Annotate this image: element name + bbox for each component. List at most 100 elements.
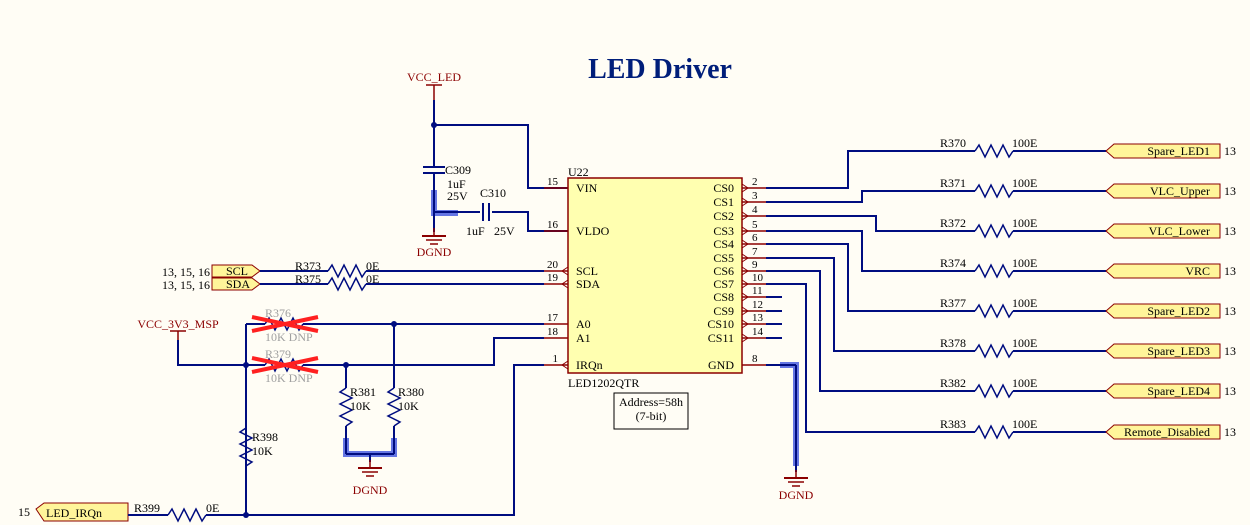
output-port [1105, 343, 1221, 359]
r376-ref: R376 [265, 306, 291, 320]
r381-value: 10K [350, 399, 371, 413]
pin-cs7-name: CS7 [713, 277, 734, 291]
pin-cs5-name: CS5 [713, 251, 734, 265]
output-port [1105, 303, 1221, 319]
output-net-2 [766, 190, 975, 203]
c310-value: 1uF [466, 224, 485, 238]
c309-value: 1uF [447, 177, 466, 191]
output-port-sheet: 13 [1224, 184, 1236, 198]
r380-value: 10K [398, 399, 419, 413]
scl-port [211, 264, 261, 278]
r381-ref: R381 [350, 385, 376, 399]
output-resistor-value: 100E [1012, 296, 1037, 310]
pin-cs1-num: 3 [752, 190, 758, 202]
pin-cs2-arrow [741, 211, 749, 221]
r376-dnp-cross [251, 315, 319, 333]
output-port [1105, 143, 1221, 159]
r380-ref: R380 [398, 385, 424, 399]
r375-symbol [327, 276, 367, 292]
output-resistor-ref: R371 [940, 176, 966, 190]
pin-scl-name: SCL [576, 264, 598, 278]
sda-sheet-refs: 13, 15, 16 [162, 278, 210, 292]
chip-left-pins: 15 VIN 16 VLDO 20 SCL 19 SDA 17 A0 18 A1… [544, 176, 610, 372]
pin-cs9-num: 12 [752, 299, 763, 311]
sda-port-label: SDA [226, 277, 250, 291]
pin-irqn-num: 1 [553, 353, 559, 365]
dgnd-label: DGND [779, 488, 814, 502]
output-net-5 [766, 243, 975, 312]
output-port [1105, 183, 1221, 199]
output-net-8 [766, 283, 975, 433]
output-resistor-ref: R378 [940, 336, 966, 350]
output-resistor-ref: R372 [940, 216, 966, 230]
r379-dnp-cross [251, 356, 319, 374]
output-resistor-symbol [974, 303, 1014, 319]
input-arrows [561, 266, 569, 370]
c310-voltage: 25V [494, 224, 515, 238]
output-net-1 [766, 150, 975, 189]
r375-ref: R375 [295, 272, 321, 286]
vcc-3v3-label: VCC_3V3_MSP [137, 317, 219, 331]
address-box [613, 392, 689, 430]
output-resistor-ref: R383 [940, 417, 966, 431]
pin-cs5-num: 7 [752, 246, 758, 258]
pin-a0-num: 17 [547, 312, 559, 324]
scl-port-label: SCL [226, 264, 248, 278]
pin-vin-num: 15 [547, 176, 559, 188]
output-resistor-symbol [974, 143, 1014, 159]
pin-cs9-arrow [741, 306, 749, 316]
output-net-3 [766, 215, 975, 232]
address-mode: (7-bit) [636, 409, 667, 423]
output-port-sheet: 13 [1224, 425, 1236, 439]
output-port-label: Spare_LED3 [1147, 344, 1210, 358]
pin-cs2-num: 4 [752, 204, 758, 216]
c309-voltage: 25V [447, 189, 468, 203]
pin-cs0-num: 2 [752, 176, 758, 188]
pin-a0-name: A0 [576, 317, 591, 331]
dgnd-label: DGND [417, 245, 452, 259]
pin-cs3-name: CS3 [713, 224, 734, 238]
pin-cs4-name: CS4 [713, 237, 734, 251]
pin-cs3-num: 5 [752, 219, 758, 231]
pin-irqn-name: IRQn [576, 358, 603, 372]
output-resistor-value: 100E [1012, 136, 1037, 150]
output-resistor-symbol [974, 263, 1014, 279]
pin-cs8-arrow [741, 292, 749, 302]
output-port-label: Remote_Disabled [1124, 425, 1210, 439]
led-driver-chip [567, 177, 743, 374]
pin-cs4-num: 6 [752, 232, 758, 244]
pin-cs8-name: CS8 [713, 290, 734, 304]
output-resistor-symbol [974, 183, 1014, 199]
pin-cs9-name: CS9 [713, 304, 734, 318]
vin-net [433, 100, 570, 189]
pin-cs11-arrow [741, 333, 749, 343]
output-port-label: Spare_LED1 [1147, 144, 1210, 158]
dgnd-label: DGND [353, 483, 388, 497]
led-irqn-sheet: 15 [18, 505, 30, 519]
vcc-led-label: VCC_LED [407, 70, 461, 84]
output-resistor-value: 100E [1012, 216, 1037, 230]
output-port [1105, 263, 1221, 279]
address-text: Address=58h [619, 395, 683, 409]
output-resistor-value: 100E [1012, 336, 1037, 350]
pin-gnd-num: 8 [752, 353, 758, 365]
output-port-label: VLC_Lower [1149, 224, 1210, 238]
output-resistor-value: 100E [1012, 376, 1037, 390]
pin-cs8-num: 11 [752, 285, 763, 297]
irq-net [206, 364, 544, 516]
output-resistor-symbol [974, 424, 1014, 440]
output-net-7 [766, 270, 975, 392]
output-resistor-ref: R374 [940, 256, 966, 270]
r373-ref: R373 [295, 259, 321, 273]
r376-value: 10K DNP [265, 330, 313, 344]
pin-vldo-num: 16 [547, 219, 559, 231]
pin-cs11-num: 14 [752, 326, 764, 338]
pin-cs10-num: 13 [752, 312, 764, 324]
output-port [1105, 223, 1221, 239]
r373-value: 0E [366, 259, 379, 273]
ground-symbol [421, 227, 447, 245]
pin-cs6-arrow [741, 266, 749, 276]
